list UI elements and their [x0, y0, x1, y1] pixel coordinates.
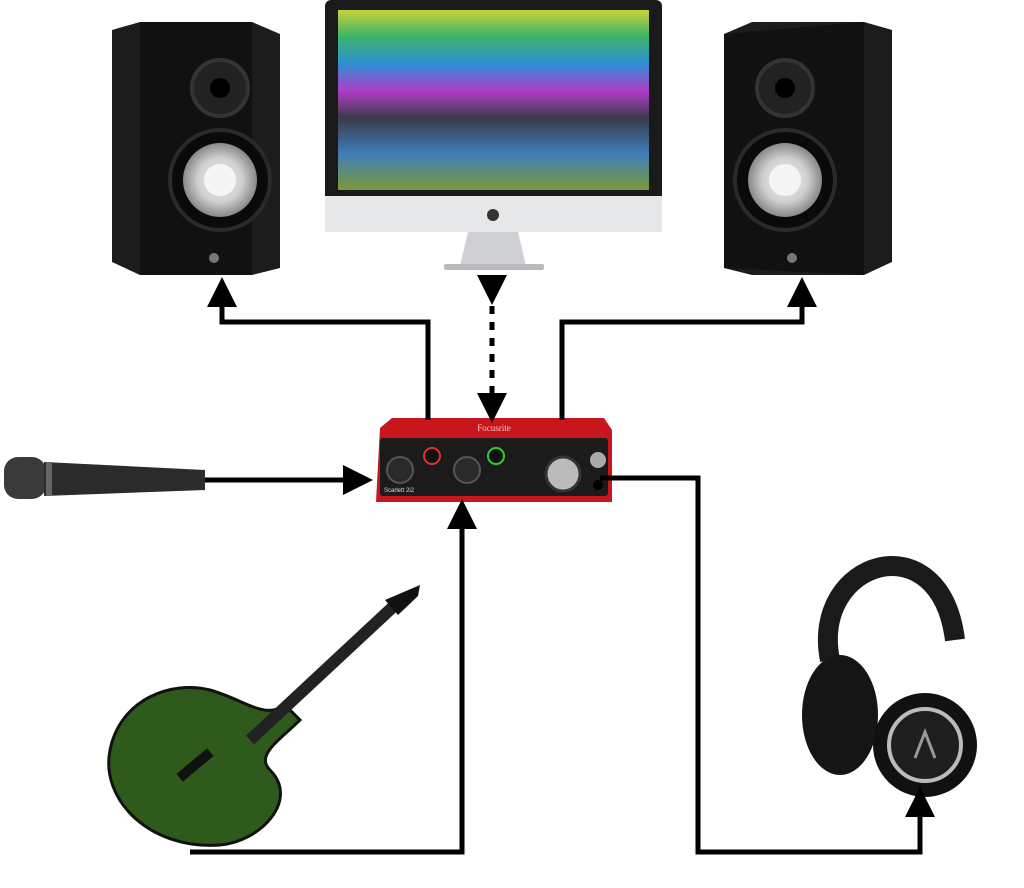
xlr-input-2: [453, 456, 481, 484]
yamaha-logo-icon: [787, 253, 797, 263]
line-interface-to-left-speaker: [207, 277, 431, 420]
line-guitar-to-interface: [190, 499, 477, 855]
headphones: [802, 556, 977, 797]
speaker-right: [724, 22, 892, 275]
audio-technica-logo-icon: [913, 727, 937, 759]
electric-guitar: [107, 585, 420, 847]
gain-knob-2: [487, 447, 505, 465]
microphone: [4, 457, 205, 499]
line-interface-to-right-speaker: [559, 277, 817, 420]
monitor-knob: [544, 455, 582, 493]
xlr-input-1: [386, 456, 414, 484]
focusrite-logo: Focusrite: [477, 423, 511, 433]
gain-knob-1: [423, 447, 441, 465]
yamaha-logo-icon: [209, 253, 219, 263]
speaker-left: [112, 22, 280, 275]
computer-imac: [325, 0, 662, 270]
line-interface-to-headphones: [600, 475, 935, 855]
apple-logo-icon: [487, 209, 499, 221]
headphone-knob: [590, 452, 606, 468]
scarlett-logo: Scarlett 2i2: [384, 488, 415, 494]
headphone-jack: [593, 480, 603, 490]
audio-interface: Focusrite Scarlett 2i2: [376, 418, 612, 502]
